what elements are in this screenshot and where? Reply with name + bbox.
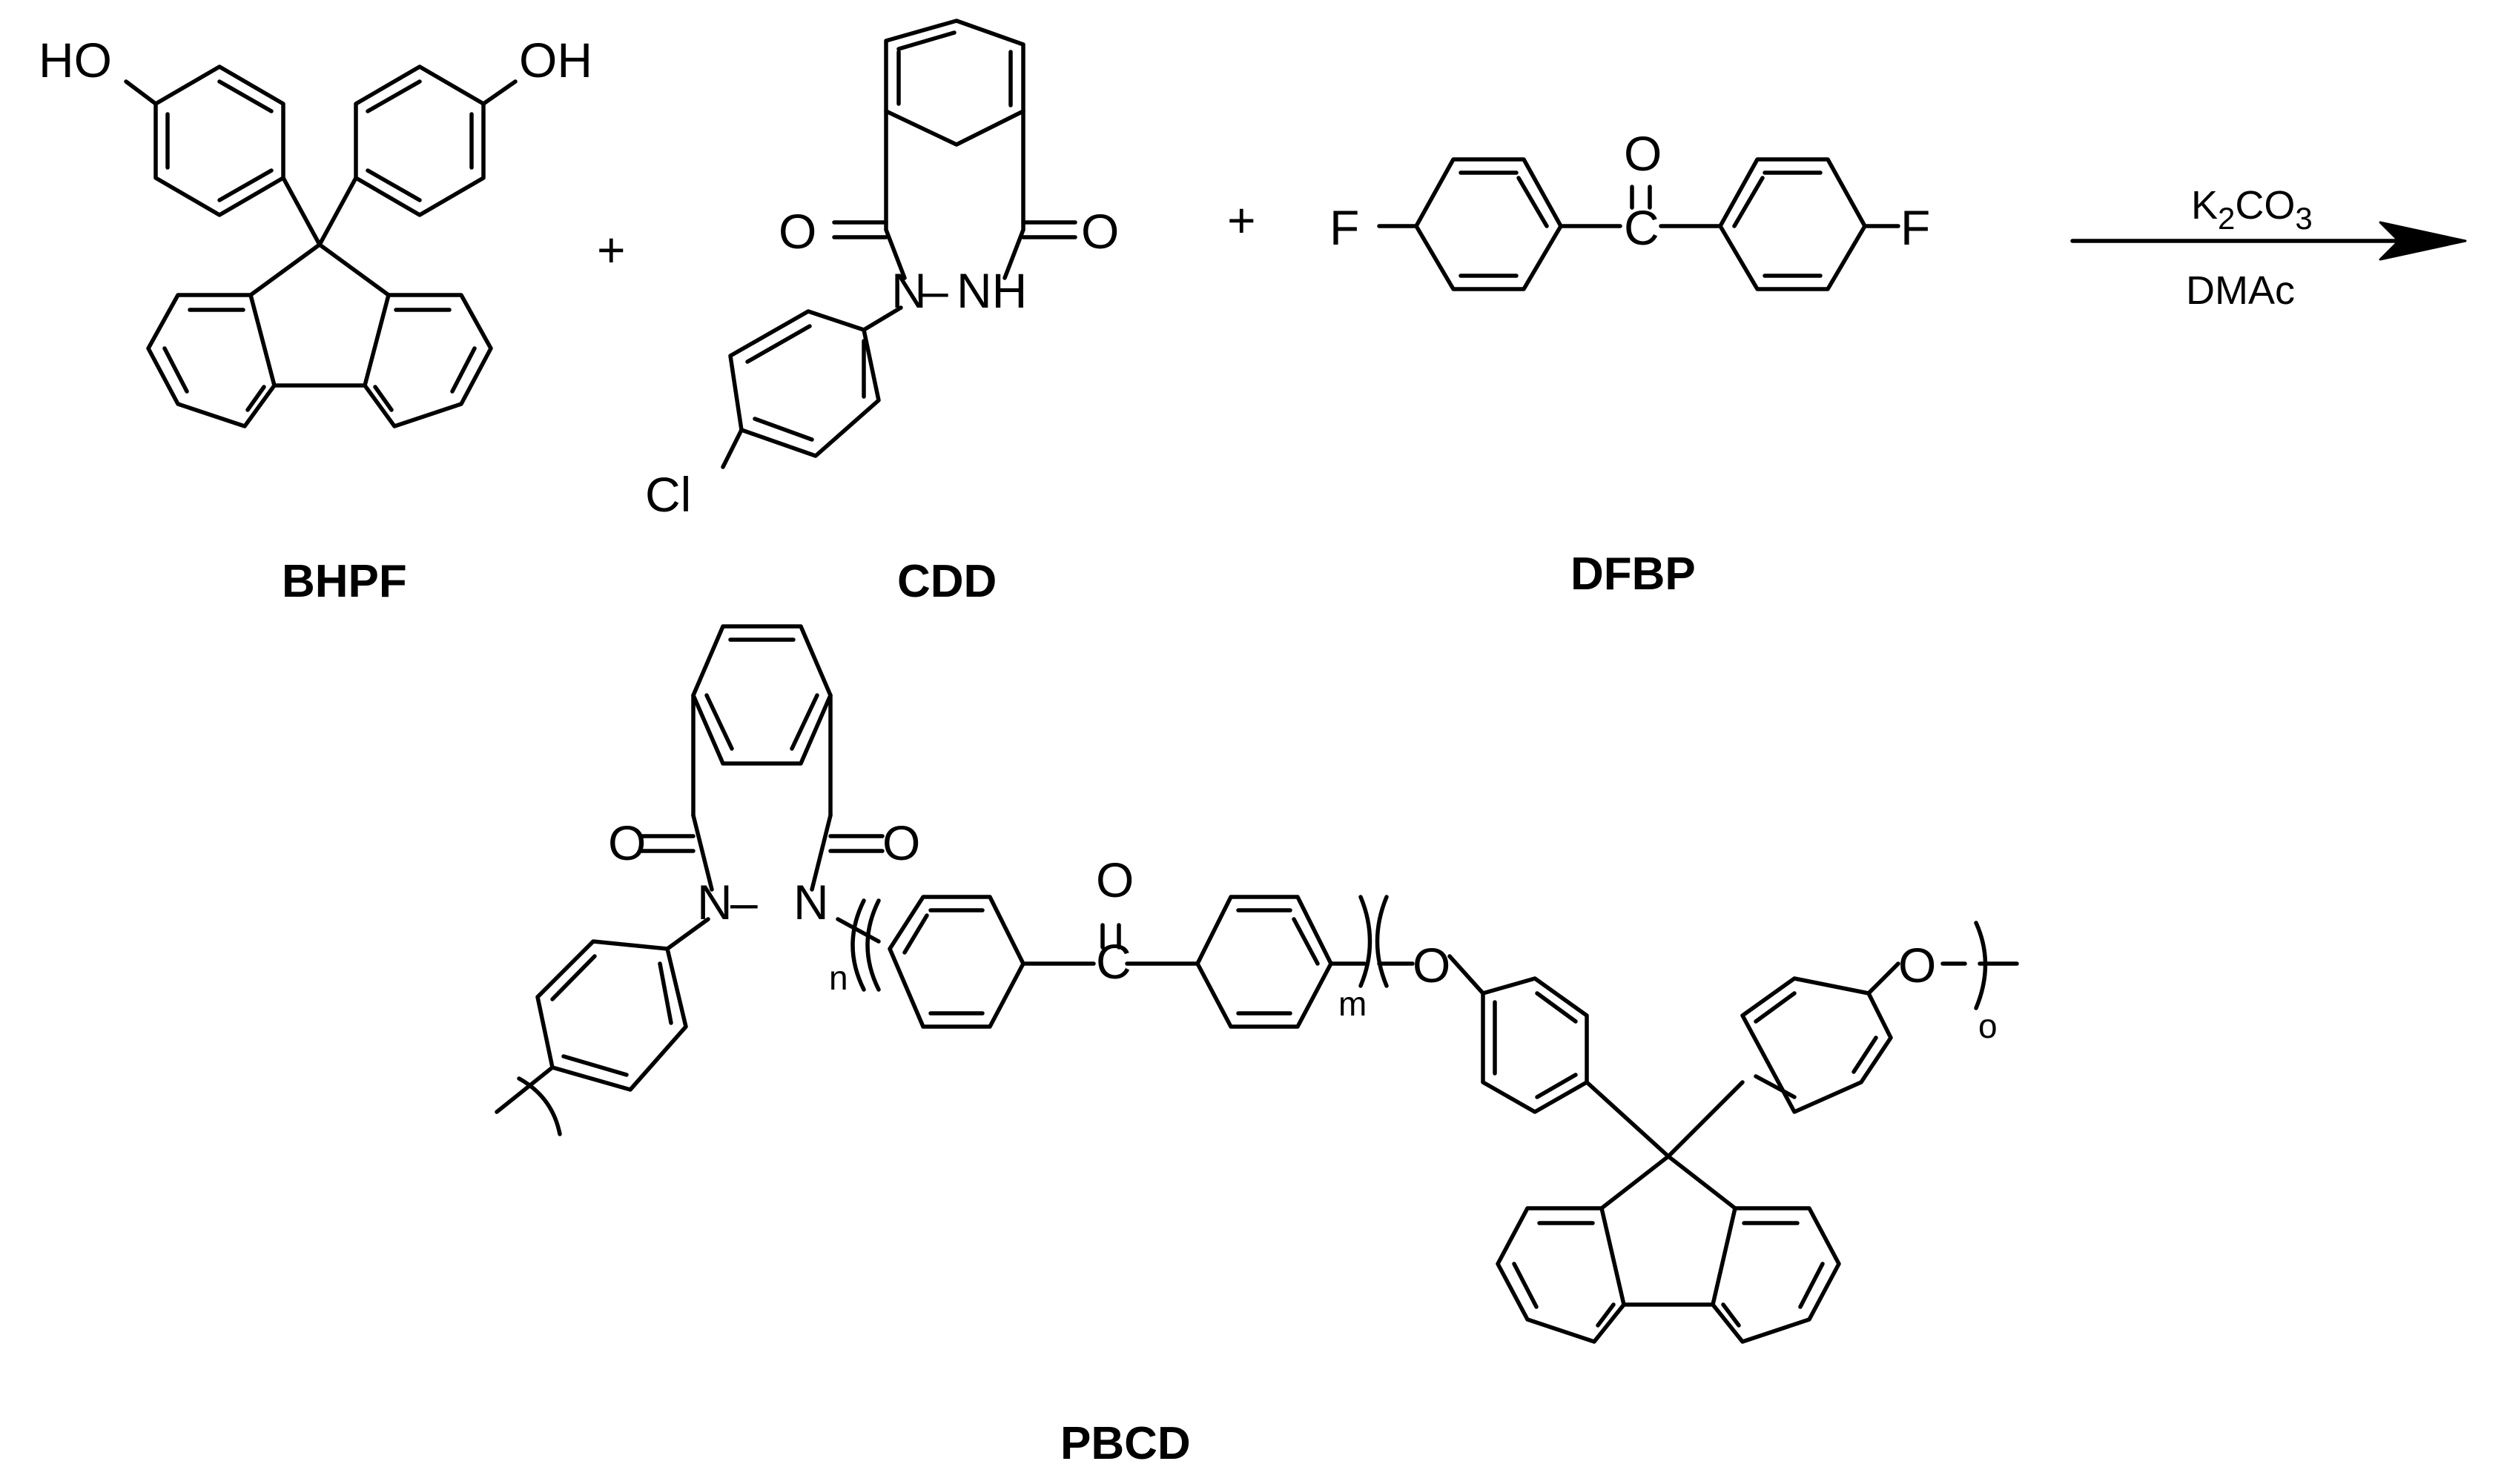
condition-solvent: DMAc bbox=[2186, 268, 2295, 313]
pbcd-n-left: N bbox=[697, 875, 733, 930]
cdd-cl-label: Cl bbox=[645, 467, 691, 522]
compound-label-dfbp: DFBP bbox=[1570, 549, 1696, 600]
dfbp-carbonyl-c: C bbox=[1624, 200, 1659, 255]
compound-label-pbcd: PBCD bbox=[1060, 1418, 1191, 1469]
pbcd-carbonyl-o: O bbox=[1096, 852, 1134, 907]
pbcd-nn-dash: – bbox=[730, 875, 758, 930]
bhpf-ho-label: HO bbox=[39, 33, 112, 87]
repeat-index-o: o bbox=[1978, 1007, 1998, 1045]
pbcd-n-right: N bbox=[793, 875, 829, 930]
reaction-arrow bbox=[2070, 221, 2467, 261]
dfbp-f-left: F bbox=[1329, 200, 1359, 255]
dfbp-structure: F F O C bbox=[1329, 126, 1930, 291]
pbcd-o-left: O bbox=[608, 815, 646, 870]
pbcd-terminal-o: O bbox=[1898, 938, 1936, 993]
bhpf-structure: HO OH bbox=[39, 33, 592, 428]
pbcd-structure: O O N – N n O C m O O o bbox=[495, 624, 2019, 1344]
cdd-nn-dash: – bbox=[921, 263, 948, 318]
dfbp-f-right: F bbox=[1900, 200, 1930, 255]
cdd-o-right: O bbox=[1081, 204, 1119, 259]
cdd-o-left: O bbox=[779, 204, 816, 259]
repeat-index-m: m bbox=[1338, 984, 1367, 1023]
pbcd-ether-o: O bbox=[1413, 938, 1450, 993]
cdd-n-label: N bbox=[891, 263, 927, 318]
compound-label-bhpf: BHPF bbox=[282, 556, 407, 607]
cdd-structure: O O N – NH Cl bbox=[645, 19, 1119, 522]
plus-sign-1: + bbox=[597, 222, 626, 277]
pbcd-o-right: O bbox=[882, 815, 920, 870]
pbcd-carbonyl-c: C bbox=[1096, 934, 1132, 989]
repeat-index-n: n bbox=[829, 958, 848, 997]
compound-label-cdd: CDD bbox=[897, 556, 997, 607]
condition-reagent: K2CO3 bbox=[2191, 183, 2313, 236]
plus-sign-2: + bbox=[1227, 193, 1256, 248]
cdd-nh-label: NH bbox=[957, 263, 1027, 318]
bhpf-oh-label: OH bbox=[519, 33, 592, 87]
dfbp-carbonyl-o: O bbox=[1624, 126, 1662, 181]
